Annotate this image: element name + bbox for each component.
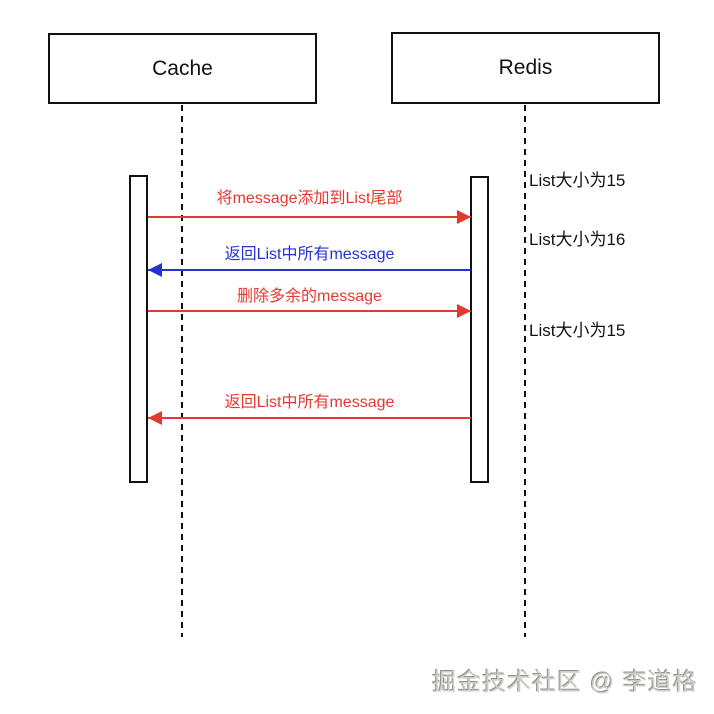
message-line-append-to-list xyxy=(148,216,471,218)
annotation-list-size-15-a: List大小为15 xyxy=(529,171,626,190)
actor-box-redis: Redis xyxy=(391,32,660,104)
message-line-delete-extra-messages xyxy=(148,310,471,312)
message-line-return-all-messages-blue xyxy=(148,269,471,271)
actor-label-cache: Cache xyxy=(152,56,213,80)
message-label-return-all-messages-blue: 返回List中所有message xyxy=(224,246,395,263)
arrowhead-right-icon xyxy=(457,304,471,318)
arrowhead-right-icon xyxy=(457,210,471,224)
message-label-delete-extra-messages: 删除多余的message xyxy=(237,288,382,305)
arrowhead-left-icon xyxy=(148,263,162,277)
activation-bar-redis xyxy=(470,176,489,483)
actor-box-cache: Cache xyxy=(48,33,317,104)
annotation-list-size-16: List大小为16 xyxy=(529,230,626,249)
message-line-return-all-messages-red xyxy=(148,417,471,419)
message-label-append-to-list: 将message添加到List尾部 xyxy=(216,190,403,207)
lifeline-cache xyxy=(181,105,183,637)
actor-label-redis: Redis xyxy=(498,56,553,79)
arrowhead-left-icon xyxy=(148,411,162,425)
annotation-list-size-15-b: List大小为15 xyxy=(529,321,626,340)
activation-bar-cache xyxy=(129,175,148,483)
lifeline-redis xyxy=(524,105,526,637)
message-label-return-all-messages-red: 返回List中所有message xyxy=(224,394,395,411)
watermark-text: 掘金技术社区 @ 李道格 xyxy=(432,669,698,696)
